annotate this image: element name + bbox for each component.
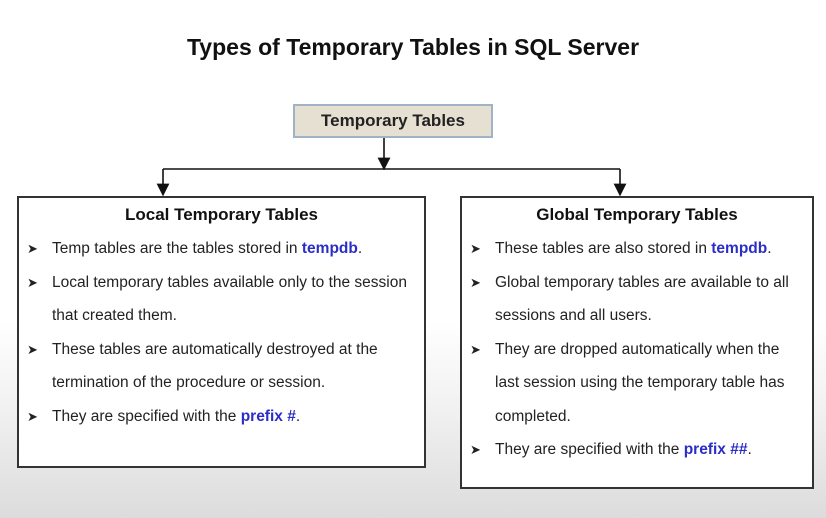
global-bullet-list: ➤ These tables are also stored in tempdb…: [462, 232, 812, 467]
bullet-text: They are specified with the: [495, 441, 684, 458]
bullet-text: Global temporary tables are available to…: [495, 273, 789, 325]
arrow-bullet-icon: ➤: [470, 341, 481, 357]
list-item: ➤ Temp tables are the tables stored in t…: [19, 232, 424, 266]
arrow-bullet-icon: ➤: [27, 341, 38, 357]
bullet-text: They are specified with the: [52, 407, 241, 425]
bullet-highlight: prefix ##: [683, 441, 748, 458]
bullet-text: Temp tables are the tables stored in: [52, 240, 302, 257]
arrow-bullet-icon: ➤: [27, 241, 38, 256]
bullet-suffix: .: [767, 240, 772, 257]
bullet-text: Local temporary tables available only to…: [52, 273, 407, 325]
arrow-bullet-icon: ➤: [470, 241, 481, 256]
arrow-bullet-icon: ➤: [470, 274, 481, 290]
local-temp-tables-panel: Local Temporary Tables ➤ Temp tables are…: [17, 196, 426, 468]
arrow-bullet-icon: ➤: [27, 408, 38, 424]
bullet-highlight: tempdb: [711, 240, 768, 257]
root-node: Temporary Tables: [293, 104, 493, 138]
list-item: ➤ These tables are automatically destroy…: [19, 333, 424, 400]
local-bullet-list: ➤ Temp tables are the tables stored in t…: [19, 232, 424, 433]
bullet-suffix: .: [295, 407, 301, 425]
list-item: ➤ They are dropped automatically when th…: [462, 333, 812, 434]
bullet-text: These tables are automatically destroyed…: [52, 340, 378, 392]
global-panel-title: Global Temporary Tables: [536, 205, 738, 224]
bullet-suffix: .: [747, 441, 752, 458]
arrow-bullet-icon: ➤: [27, 274, 38, 290]
list-item: ➤ Local temporary tables available only …: [19, 266, 424, 333]
list-item: ➤ They are specified with the prefix ##.: [462, 433, 812, 467]
bullet-text: These tables are also stored in: [495, 240, 712, 257]
diagram-title: Types of Temporary Tables in SQL Server: [186, 34, 640, 60]
list-item: ➤ They are specified with the prefix #.: [19, 400, 424, 434]
global-temp-tables-panel: Global Temporary Tables ➤ These tables a…: [460, 196, 814, 489]
list-item: ➤ Global temporary tables are available …: [462, 266, 812, 333]
arrow-bullet-icon: ➤: [470, 442, 481, 457]
list-item: ➤ These tables are also stored in tempdb…: [462, 232, 812, 266]
bullet-highlight: prefix #: [240, 407, 296, 425]
local-panel-title: Local Temporary Tables: [124, 205, 319, 224]
bullet-text: They are dropped automatically when the …: [495, 340, 785, 425]
bullet-highlight: tempdb: [301, 240, 358, 257]
bullet-suffix: .: [357, 240, 363, 257]
